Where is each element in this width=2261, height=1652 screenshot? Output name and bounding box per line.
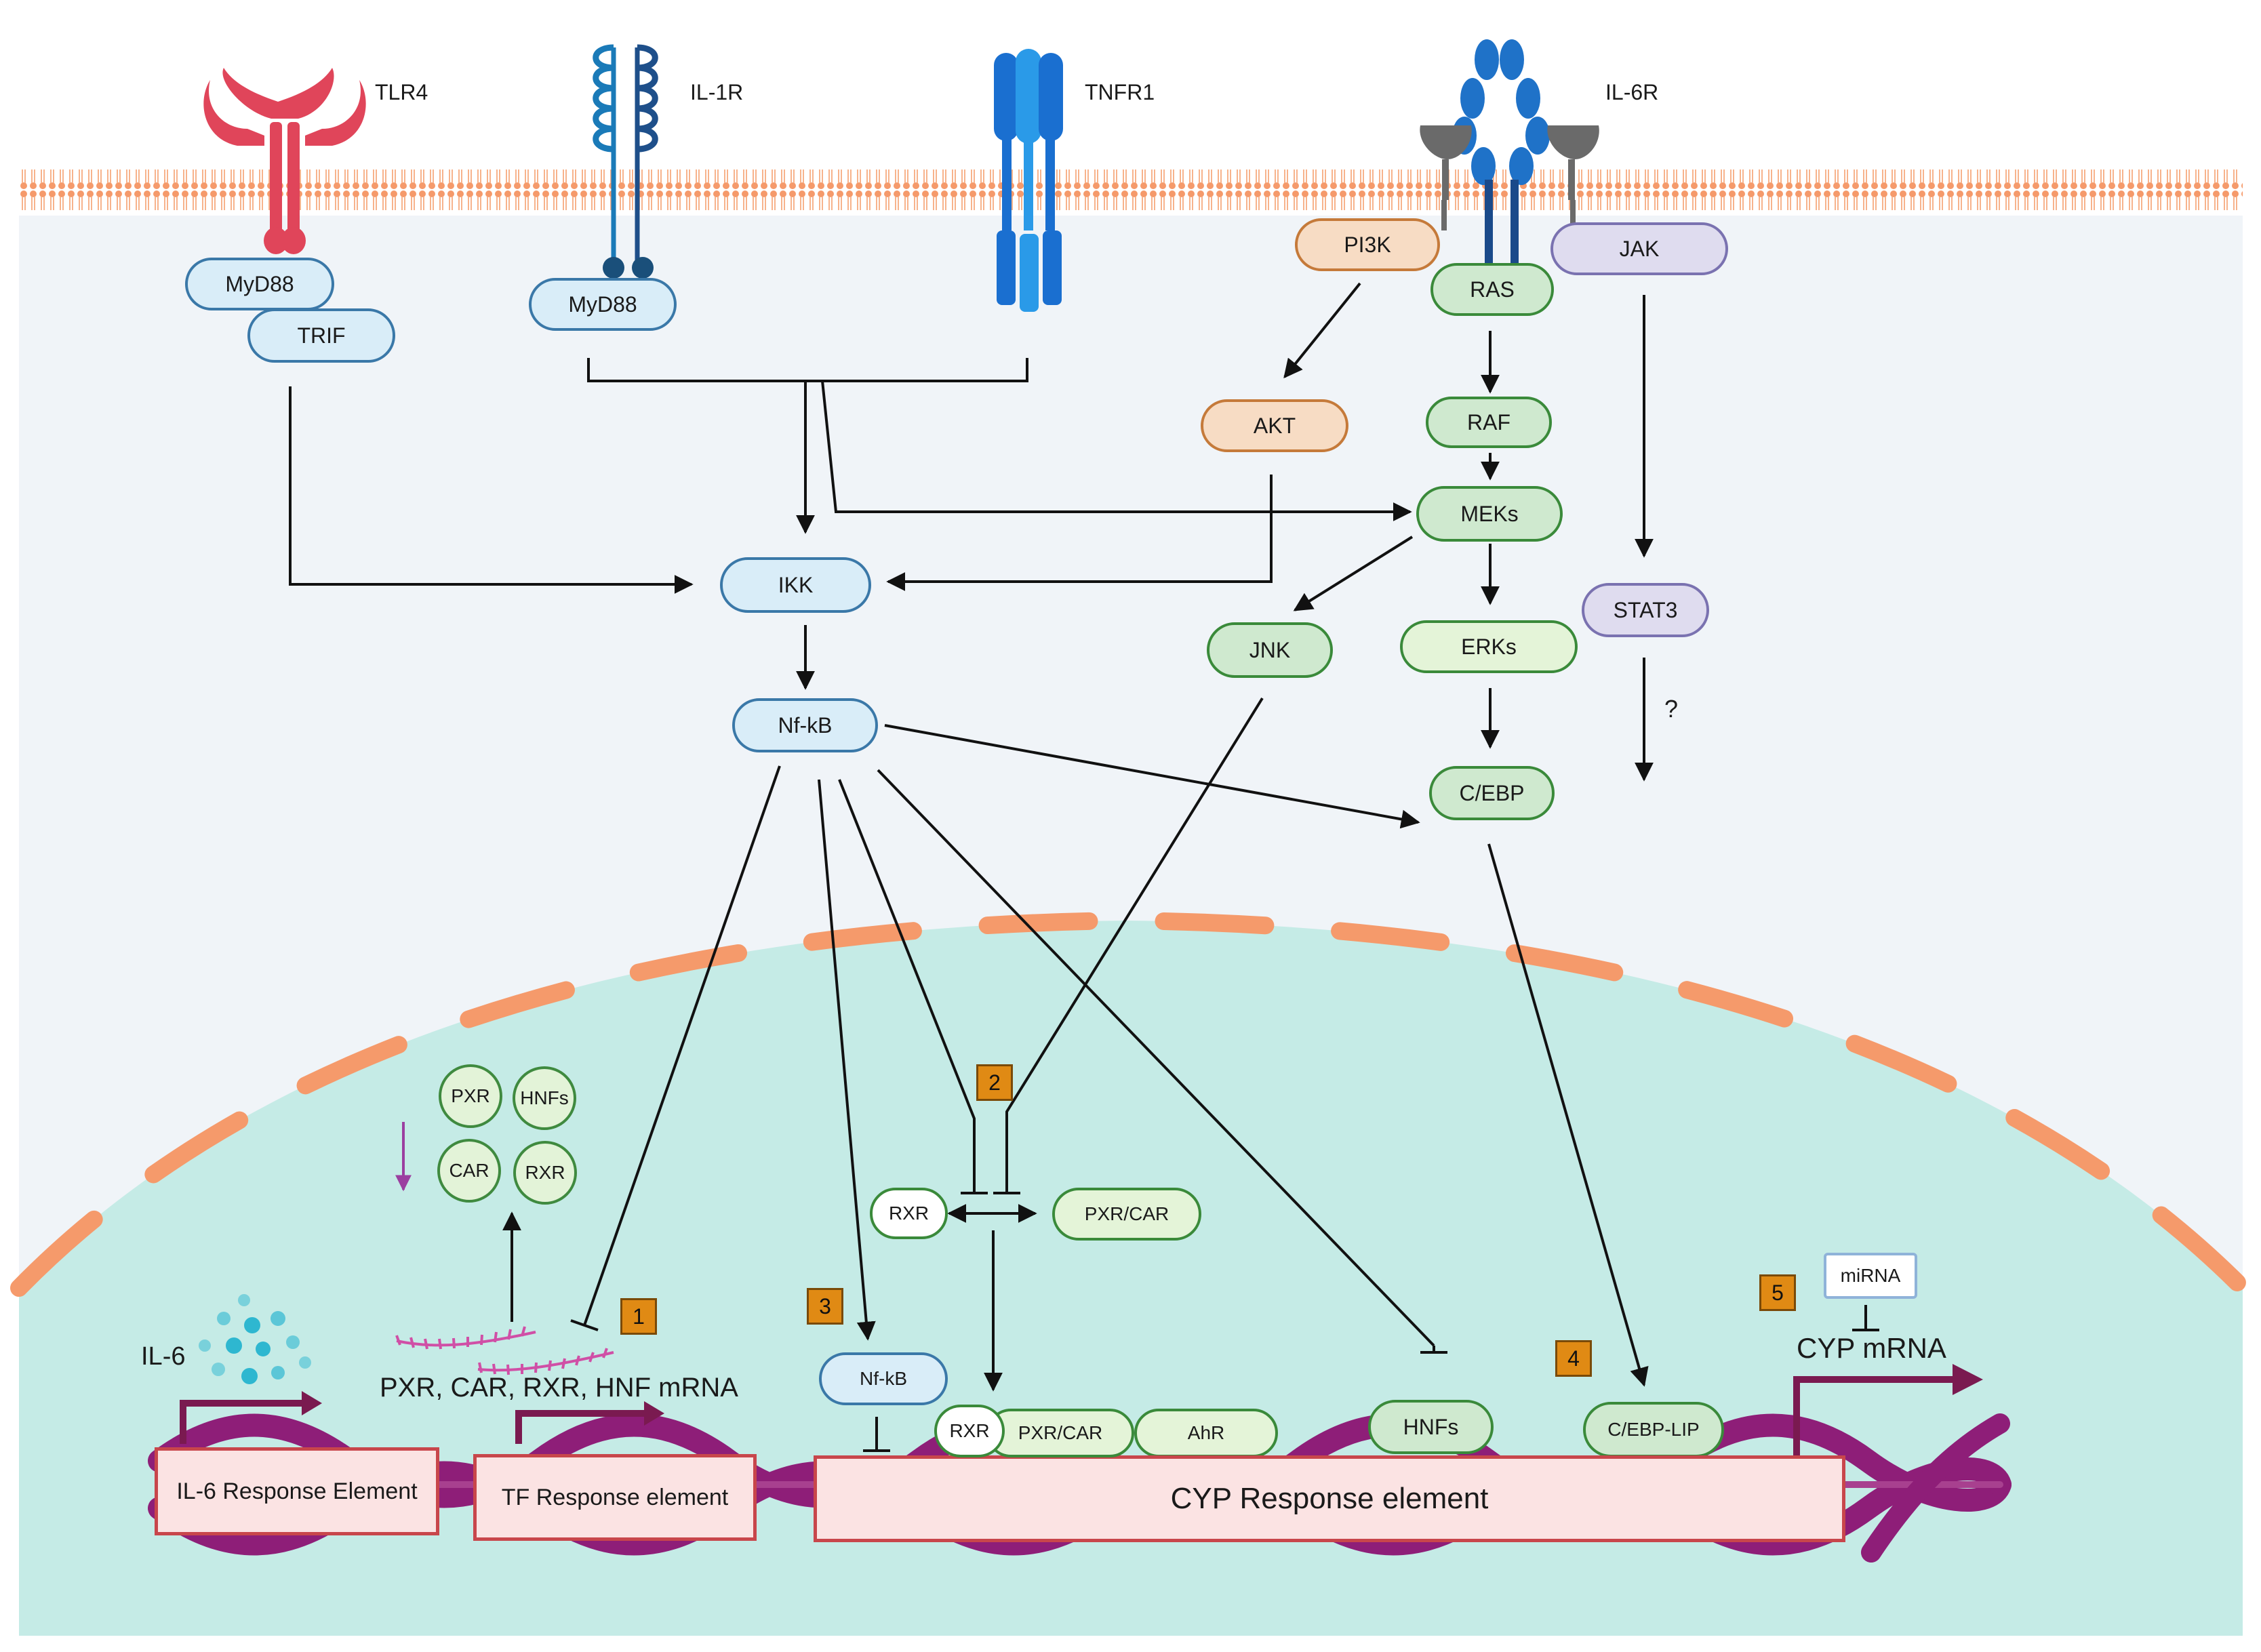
stat3-node: STAT3 bbox=[1582, 583, 1709, 637]
cebp-node: C/EBP bbox=[1429, 766, 1555, 820]
il6-response-element: IL-6 Response Element bbox=[155, 1447, 439, 1535]
erks-node: ERKs bbox=[1400, 620, 1578, 673]
cyp-response-element: CYP Response element bbox=[814, 1455, 1845, 1542]
il1r-label: IL-1R bbox=[690, 80, 744, 104]
il6r-label: IL-6R bbox=[1605, 80, 1659, 104]
transcription-arrowheads bbox=[302, 1364, 1983, 1426]
ahr-node: AhR bbox=[1134, 1409, 1278, 1457]
ikk-node: IKK bbox=[720, 557, 871, 613]
rxr-circle: RXR bbox=[513, 1141, 577, 1205]
nuclear-envelope bbox=[10, 911, 2252, 1297]
il1r-receptor bbox=[593, 44, 658, 279]
pxrcar-bound-node: PXR/CAR bbox=[986, 1409, 1134, 1457]
meks-node: MEKs bbox=[1416, 486, 1563, 542]
stat3-unknown-mark: ? bbox=[1664, 695, 1679, 723]
mrna-label: PXR, CAR, RXR, HNF mRNA bbox=[380, 1373, 738, 1403]
jak-node: JAK bbox=[1550, 222, 1728, 275]
ras-node: RAS bbox=[1430, 263, 1554, 316]
mirna-node: miRNA bbox=[1824, 1253, 1917, 1299]
plasma-membrane bbox=[19, 168, 2243, 217]
badge-2: 2 bbox=[976, 1064, 1013, 1101]
pxr-circle: PXR bbox=[439, 1064, 502, 1128]
pi3k-node: PI3K bbox=[1295, 218, 1440, 271]
trif-node: TRIF bbox=[247, 308, 395, 363]
badge-1: 1 bbox=[620, 1298, 657, 1335]
cebp-lip-node: C/EBP-LIP bbox=[1583, 1402, 1724, 1457]
nfkb-nuclear-node: Nf-kB bbox=[819, 1352, 948, 1405]
hnfs-circle: HNFs bbox=[513, 1066, 576, 1130]
rxr-free-node: RXR bbox=[870, 1188, 948, 1239]
tlr4-label: TLR4 bbox=[375, 80, 428, 104]
myd88-il1r-node: MyD88 bbox=[529, 278, 677, 331]
jnk-node: JNK bbox=[1207, 622, 1333, 678]
rxr-bound-node: RXR bbox=[934, 1405, 1005, 1457]
pxrcar-free-node: PXR/CAR bbox=[1052, 1188, 1201, 1241]
il6r-receptor bbox=[1420, 39, 1599, 275]
il6-particles bbox=[199, 1294, 311, 1384]
myd88-tlr4-node: MyD88 bbox=[185, 258, 334, 310]
tnfr1-receptor bbox=[994, 49, 1063, 312]
hnfs-bound-node: HNFs bbox=[1368, 1400, 1494, 1454]
pathway-edges bbox=[289, 282, 1879, 1452]
tlr4-receptor bbox=[203, 68, 366, 254]
transcription-arrows bbox=[180, 1376, 1953, 1457]
nfkb-node: Nf-kB bbox=[732, 698, 878, 752]
tf-response-element: TF Response element bbox=[473, 1454, 757, 1541]
car-circle: CAR bbox=[437, 1139, 501, 1203]
il6-label: IL-6 bbox=[141, 1342, 186, 1371]
badge-3: 3 bbox=[807, 1288, 843, 1325]
badge-5: 5 bbox=[1759, 1274, 1796, 1311]
badge-4: 4 bbox=[1555, 1340, 1592, 1377]
mrna-strands bbox=[395, 1326, 614, 1375]
tnfr1-label: TNFR1 bbox=[1085, 80, 1155, 104]
raf-node: RAF bbox=[1426, 397, 1552, 448]
cyp-mrna-label: CYP mRNA bbox=[1797, 1332, 1946, 1364]
akt-node: AKT bbox=[1201, 399, 1348, 452]
